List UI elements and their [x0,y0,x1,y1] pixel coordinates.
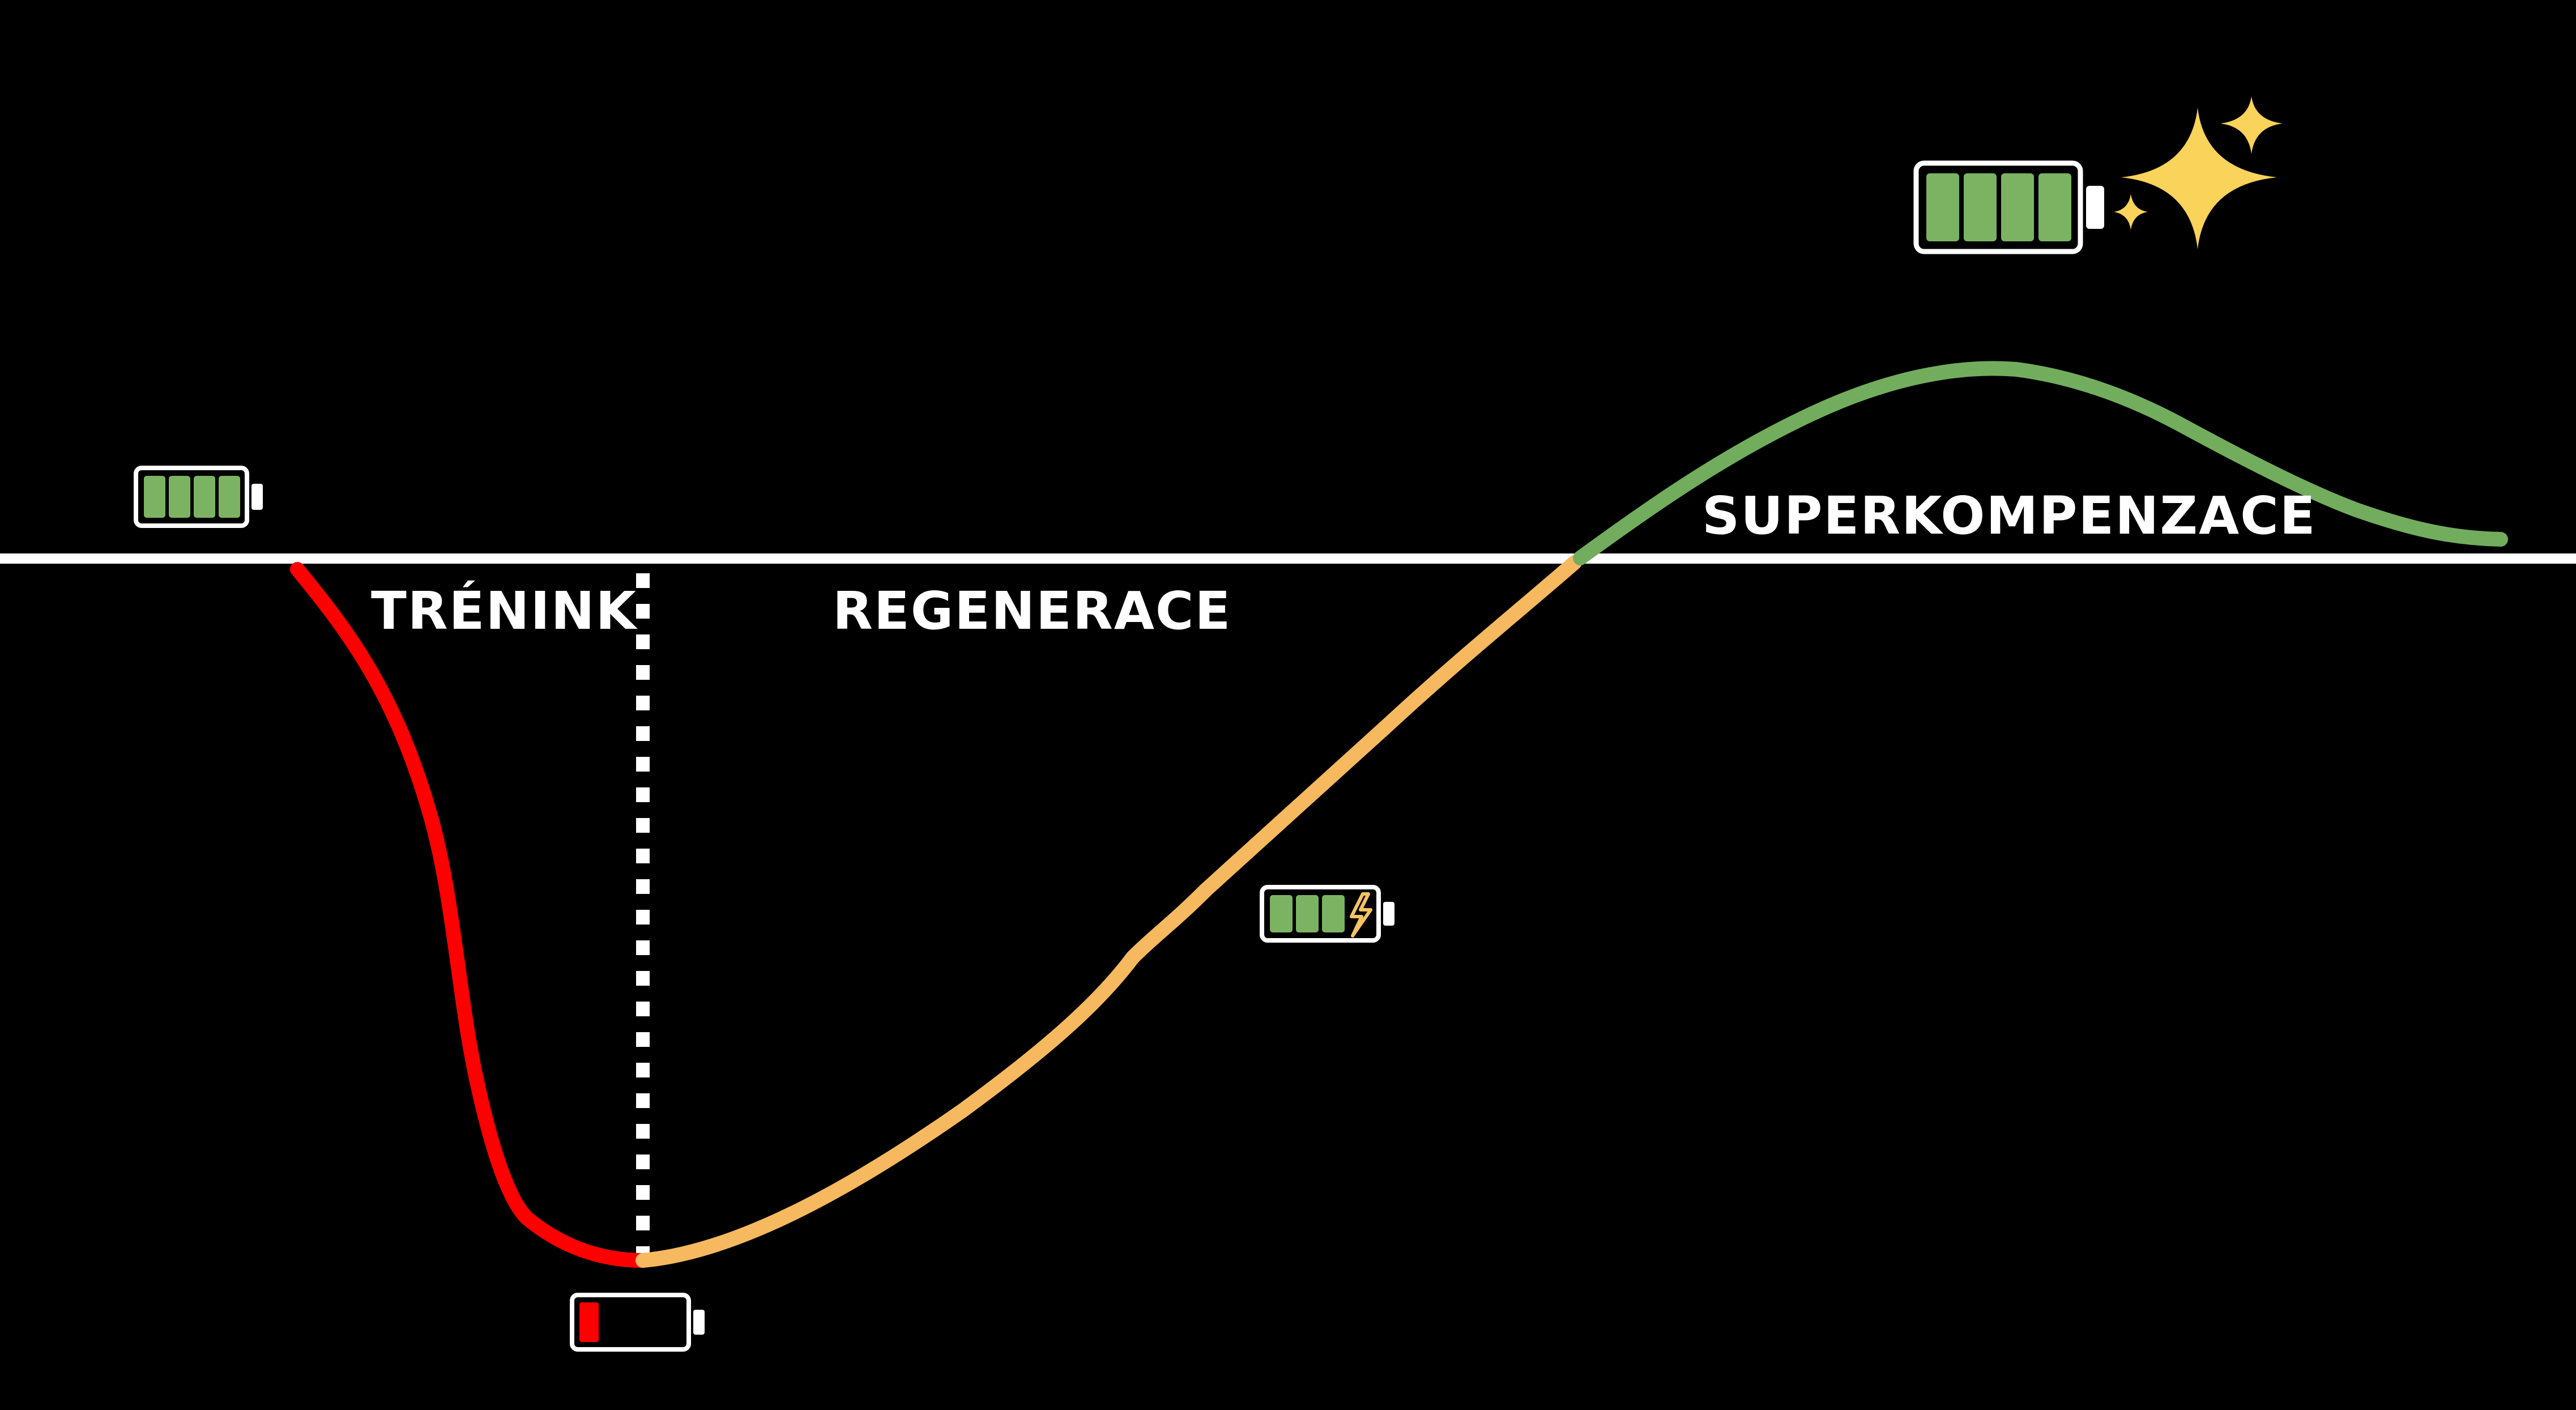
training-curve [290,562,650,1268]
phase-label-training: TRÉNINK [371,580,638,641]
regeneration-curve [636,555,1582,1268]
battery-charging-icon [1260,885,1394,943]
sparkle-icon [2114,96,2283,249]
phase-label-regeneration: REGENERACE [833,581,1231,641]
battery-full-icon [1913,160,2104,254]
supercompensation-curve [1573,361,2508,565]
battery-full-icon [134,466,263,528]
lightning-bolt-icon [1350,892,1372,938]
phase-label-supercompensation: SUPERKOMPENZACE [1702,485,2317,546]
battery-low-icon [570,1293,705,1352]
